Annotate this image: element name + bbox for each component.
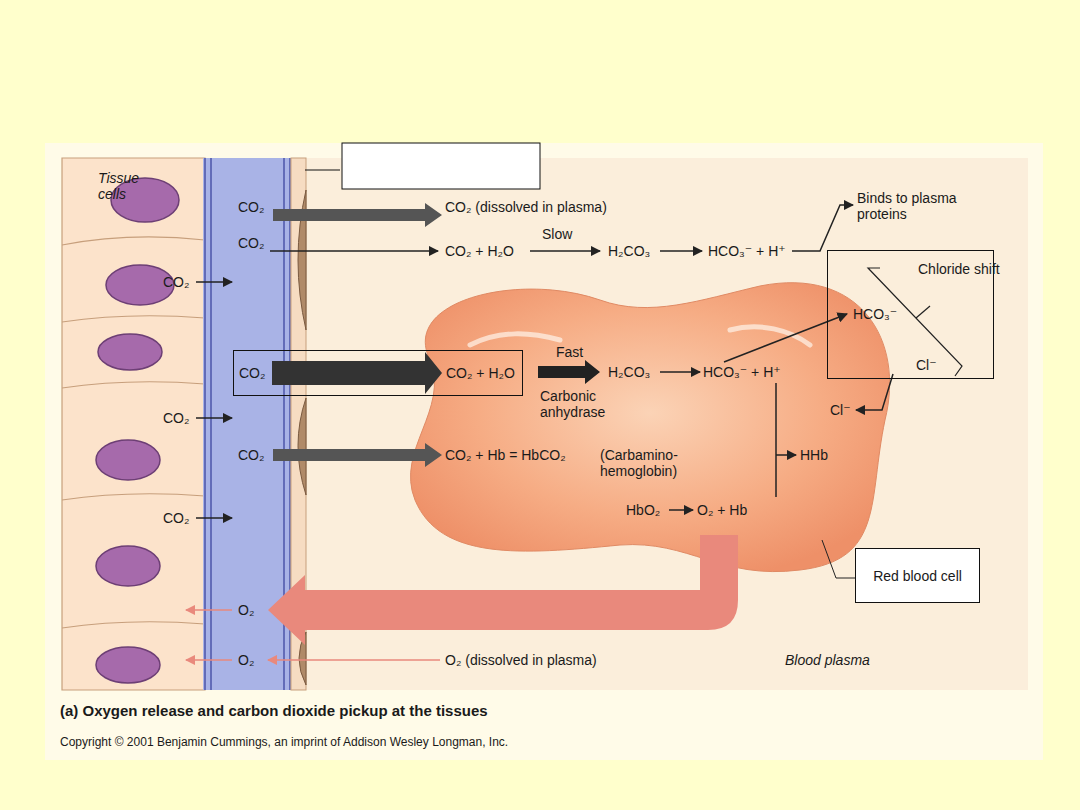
chemical-label: CO₂ xyxy=(163,274,189,290)
thick-arrow xyxy=(273,443,442,467)
node-text: Chloride shift xyxy=(918,261,986,277)
note-label: (Carbamino-hemoglobin) xyxy=(600,447,700,479)
arrow xyxy=(530,250,600,252)
oxygen-arrow xyxy=(268,535,738,645)
chemical-label: CO₂ xyxy=(163,410,189,426)
thin-arrows xyxy=(186,205,893,660)
arrow xyxy=(186,609,232,611)
note-label: Binds to plasma proteins xyxy=(857,190,982,222)
plasma-ground xyxy=(62,158,1028,690)
rate-label: Fast xyxy=(556,344,583,360)
enzyme-label: Carbonic anhydrase xyxy=(540,388,630,420)
node-text: CO₂ xyxy=(239,365,265,381)
arrow xyxy=(270,250,438,252)
empty-callout xyxy=(342,143,540,189)
spindle-nucleus xyxy=(298,398,306,495)
nucleus xyxy=(98,334,162,370)
reaction-label: HCO₃⁻ + H⁺ xyxy=(708,243,786,259)
reaction-label: CO₂ (dissolved in plasma) xyxy=(445,199,607,215)
highlight xyxy=(470,334,560,345)
arrow xyxy=(196,517,232,519)
thick-arrow xyxy=(273,203,442,227)
node-text: Red blood cell xyxy=(873,568,962,584)
arrow xyxy=(196,281,232,283)
thick-arrow xyxy=(272,352,442,394)
red-blood-cell xyxy=(411,283,890,572)
chemical-label: O₂ xyxy=(238,602,254,618)
tissue-ground xyxy=(62,158,205,690)
arrow xyxy=(724,314,847,362)
node-text: CO₂ + H₂O xyxy=(446,365,515,381)
bracket-tick xyxy=(916,306,930,318)
chemical-label: CO₂ xyxy=(238,447,264,463)
reaction-label: O₂ (dissolved in plasma) xyxy=(445,652,597,668)
arrow xyxy=(268,659,440,661)
chemical-label: CO₂ xyxy=(238,199,264,215)
leader-line xyxy=(822,540,855,578)
ion-label: Cl⁻ xyxy=(830,402,851,418)
nucleus xyxy=(96,647,160,683)
copyright-note: Copyright © 2001 Benjamin Cummings, an i… xyxy=(60,734,508,750)
chemical-label: O₂ xyxy=(238,652,254,668)
cell-border xyxy=(62,316,205,322)
cell-border xyxy=(62,382,205,388)
arrow xyxy=(775,383,777,497)
bracket xyxy=(868,268,962,376)
tissue-label: Tissue cells xyxy=(98,170,148,202)
node-text: Cl⁻ xyxy=(916,357,937,373)
label-box: Red blood cell xyxy=(855,548,980,603)
chemical-label: H₂CO₃ xyxy=(608,364,650,380)
reaction-label: HCO₃⁻ + H⁺ xyxy=(703,364,781,380)
chloride-shift-box: Chloride shiftHCO₃⁻ Cl⁻ xyxy=(827,250,994,379)
nucleus xyxy=(96,440,160,480)
cell-border xyxy=(62,494,205,500)
arrow xyxy=(660,250,702,252)
chemical-label: HbO₂ xyxy=(626,502,660,518)
chemical-label: H₂CO₃ xyxy=(608,243,650,259)
chemical-label: CO₂ xyxy=(163,510,189,526)
reaction-label: CO₂ + H₂O xyxy=(445,243,514,259)
cell-border xyxy=(62,237,205,245)
chemical-label: HHb xyxy=(800,447,828,463)
cell-border xyxy=(62,622,205,628)
thick-arrow xyxy=(538,360,600,384)
arrow xyxy=(856,374,893,410)
chemical-label: CO₂ xyxy=(238,235,264,251)
tissue-cells xyxy=(62,158,205,690)
nuclei xyxy=(96,178,179,683)
highlight xyxy=(730,327,810,345)
leader-line xyxy=(305,170,340,171)
arrow xyxy=(669,509,693,511)
nucleus xyxy=(96,546,160,586)
arrow xyxy=(776,454,796,456)
node-text: HCO₃⁻ xyxy=(853,306,897,322)
reaction-label: O₂ + Hb xyxy=(697,502,747,518)
arrow xyxy=(196,417,232,419)
highlight-box: CO₂ CO₂ + H₂O xyxy=(233,350,523,396)
reaction-label: CO₂ + Hb = HbCO₂ xyxy=(445,447,566,463)
arrow xyxy=(186,659,232,661)
rate-label: Slow xyxy=(542,226,572,242)
arrow xyxy=(792,205,853,251)
figure-caption: (a) Oxygen release and carbon dioxide pi… xyxy=(60,703,488,719)
region-label: Blood plasma xyxy=(785,652,870,668)
panel xyxy=(45,143,1043,760)
arrow xyxy=(660,371,700,373)
